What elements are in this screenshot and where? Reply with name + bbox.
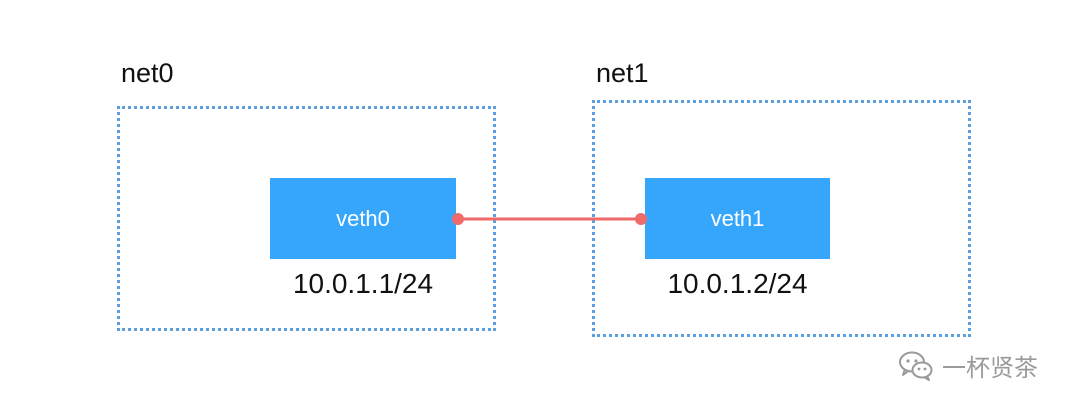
- ip-label-veth1: 10.0.1.2/24: [667, 268, 808, 299]
- ip-label-veth0: 10.0.1.1/24: [292, 268, 434, 299]
- interface-veth1: veth1: [645, 178, 830, 259]
- watermark-text: 一杯贤茶: [942, 354, 1038, 382]
- watermark: 一杯贤茶: [898, 348, 1038, 383]
- wechat-icon: [899, 351, 933, 381]
- namespace-label-net0: net0: [121, 58, 174, 88]
- interface-veth0: veth0: [270, 178, 456, 259]
- namespace-label-net1: net1: [596, 58, 649, 88]
